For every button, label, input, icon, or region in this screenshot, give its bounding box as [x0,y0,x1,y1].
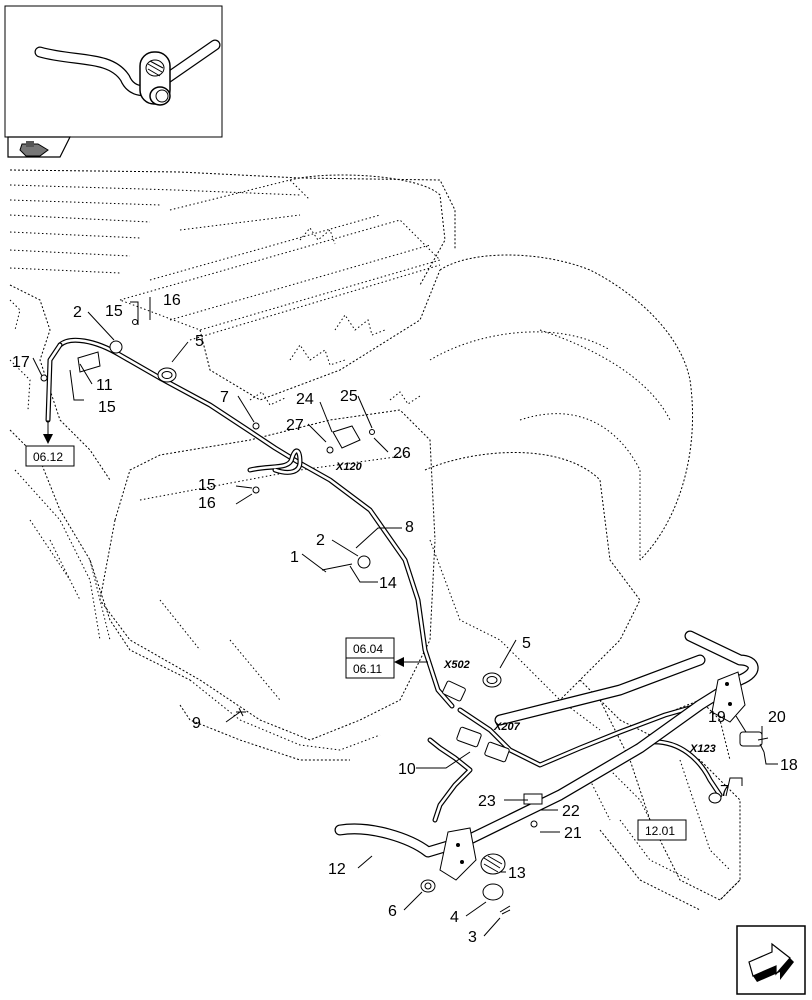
grommet-plate-detail [139,51,171,106]
callout-16b: 16 [198,495,216,512]
callout-5a: 5 [195,333,204,350]
connector-label-x502: X502 [443,659,470,671]
callout-27: 27 [286,417,304,434]
callout-19: 19 [708,709,726,726]
callout-9: 9 [192,715,201,732]
callout-7a: 7 [220,389,229,406]
ref-12-01[interactable]: 12.01 [637,819,687,841]
reference-boxes: 06.12 06.04 06.11 12.01 [25,445,687,841]
callout-11: 11 [96,377,113,394]
sprockets [249,227,421,406]
callout-15c: 15 [198,477,216,494]
callout-2b: 2 [316,532,325,549]
callout-7b: 7 [720,783,729,800]
harness-main [45,337,723,823]
callout-12: 12 [328,861,346,878]
svg-text:06.12: 06.12 [33,450,63,464]
callout-3: 3 [468,929,477,946]
callout-20: 20 [768,709,786,726]
callout-5b: 5 [522,635,531,652]
callout-16a: 16 [163,292,181,309]
callout-15b: 15 [98,399,116,416]
callout-17: 17 [12,354,30,371]
mounting-plate-lower [420,827,511,915]
callout-8: 8 [405,519,414,536]
connector-label-x207: X207 [493,721,521,733]
connector-x207 [456,726,510,763]
svg-text:06.11: 06.11 [353,662,382,676]
leader-lines [32,297,778,937]
pipes [334,630,759,858]
next-page-arrow-icon[interactable] [736,925,806,995]
callout-23: 23 [478,793,496,810]
connector-labels: X120 X502 X207 X123 [335,461,716,755]
svg-text:12.01: 12.01 [645,824,675,838]
callout-26: 26 [393,445,411,462]
callout-22: 22 [562,803,580,820]
mounting-plate-upper [711,671,746,723]
detail-inset [4,5,223,158]
connector-x123 [708,731,769,804]
callout-24: 24 [296,391,314,408]
callout-4: 4 [450,909,459,926]
ref-06-11[interactable]: 06.11 [345,657,395,679]
callout-labels: 2 15 16 5 17 11 15 7 24 25 27 26 15 16 8… [12,292,798,946]
connector-label-x123: X123 [689,743,716,755]
machine-outline [9,169,741,911]
callout-6: 6 [388,903,397,920]
callout-14: 14 [379,575,397,592]
view-direction-icon [7,136,71,158]
connector-x120 [326,425,361,454]
components [40,319,769,915]
callout-2a: 2 [73,304,82,321]
callout-15a: 15 [105,303,123,320]
callout-25: 25 [340,388,358,405]
callout-18: 18 [780,757,798,774]
svg-text:06.04: 06.04 [353,642,383,656]
callout-1: 1 [290,549,299,566]
callout-21: 21 [564,825,582,842]
connector-x502 [442,680,466,702]
ref-06-04[interactable]: 06.04 [345,637,395,659]
callout-13: 13 [508,865,526,882]
ref-06-12[interactable]: 06.12 [25,445,75,467]
callout-10: 10 [398,761,416,778]
connector-label-x120: X120 [335,461,363,473]
